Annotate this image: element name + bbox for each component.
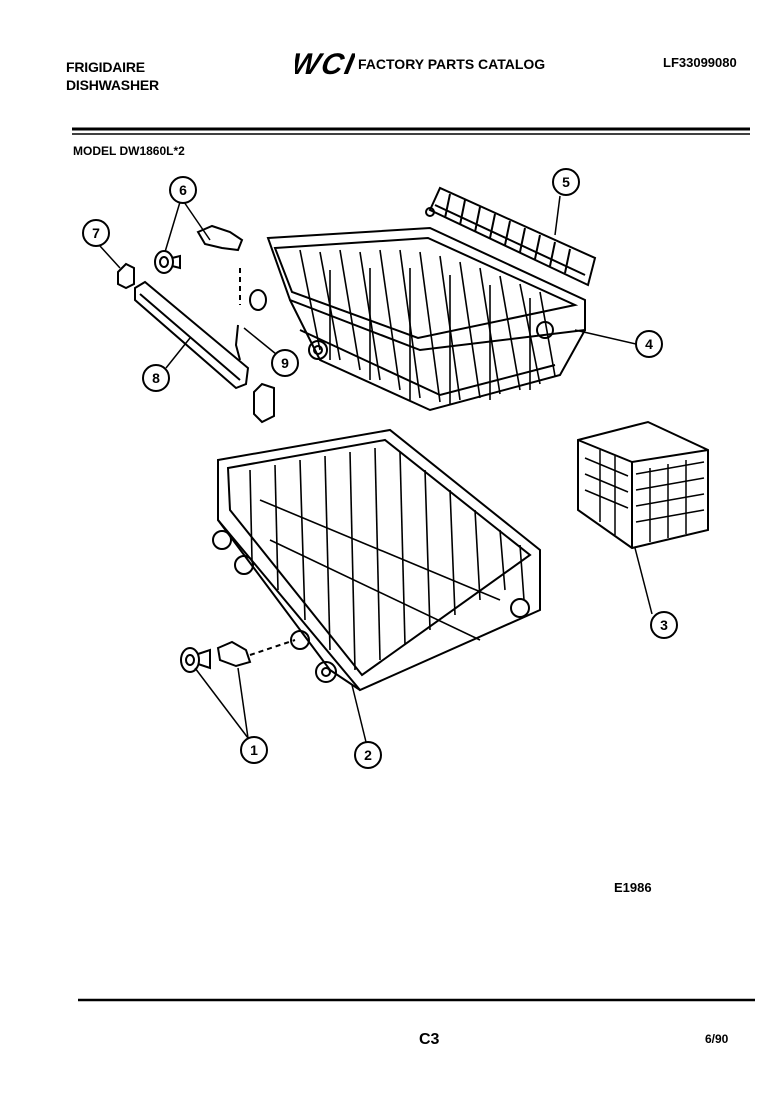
- cup-shelf-illustration: [425, 186, 597, 287]
- catalog-title: FACTORY PARTS CATALOG: [358, 56, 546, 72]
- svg-text:6: 6: [179, 182, 187, 198]
- rack-rail-illustration: [134, 280, 250, 390]
- callout-leaders: [99, 195, 653, 743]
- lower-rack-illustration: [212, 428, 541, 692]
- product-name: DISHWASHER: [66, 77, 159, 93]
- silverware-basket-illustration: [577, 420, 709, 550]
- callout-8: 8: [142, 364, 170, 392]
- rail-stop-illustration: [234, 324, 275, 424]
- callout-3: 3: [650, 611, 678, 639]
- callout-7: 7: [82, 219, 110, 247]
- rail-clip-illustration: [117, 262, 135, 290]
- callout-5: 5: [552, 168, 580, 196]
- callout-9: 9: [271, 349, 299, 377]
- brand-name: FRIGIDAIRE: [66, 59, 145, 75]
- lower-roller-assembly-illustration: [180, 639, 296, 673]
- page-code: C3: [419, 1031, 440, 1048]
- svg-text:2: 2: [364, 747, 372, 763]
- model-label: MODEL DW1860L*2: [73, 144, 185, 158]
- wci-logo: WCI: [295, 48, 355, 78]
- callout-6: 6: [169, 176, 197, 204]
- upper-rack-illustration: [266, 226, 586, 412]
- page-date: 6/90: [705, 1032, 729, 1046]
- upper-roller-assembly-illustration: [154, 224, 267, 311]
- svg-text:8: 8: [152, 370, 160, 386]
- svg-text:5: 5: [562, 174, 570, 190]
- svg-text:1: 1: [250, 742, 258, 758]
- callout-2: 2: [354, 741, 382, 769]
- svg-text:9: 9: [281, 355, 289, 371]
- catalog-number: LF33099080: [663, 55, 737, 70]
- callout-1: 1: [240, 736, 268, 764]
- svg-text:4: 4: [645, 336, 653, 352]
- svg-text:3: 3: [660, 617, 668, 633]
- callout-4: 4: [635, 330, 663, 358]
- svg-text:7: 7: [92, 225, 100, 241]
- svg-text:WCI: WCI: [295, 48, 355, 78]
- header-rule: [72, 127, 750, 135]
- diagram-code: E1986: [614, 880, 652, 895]
